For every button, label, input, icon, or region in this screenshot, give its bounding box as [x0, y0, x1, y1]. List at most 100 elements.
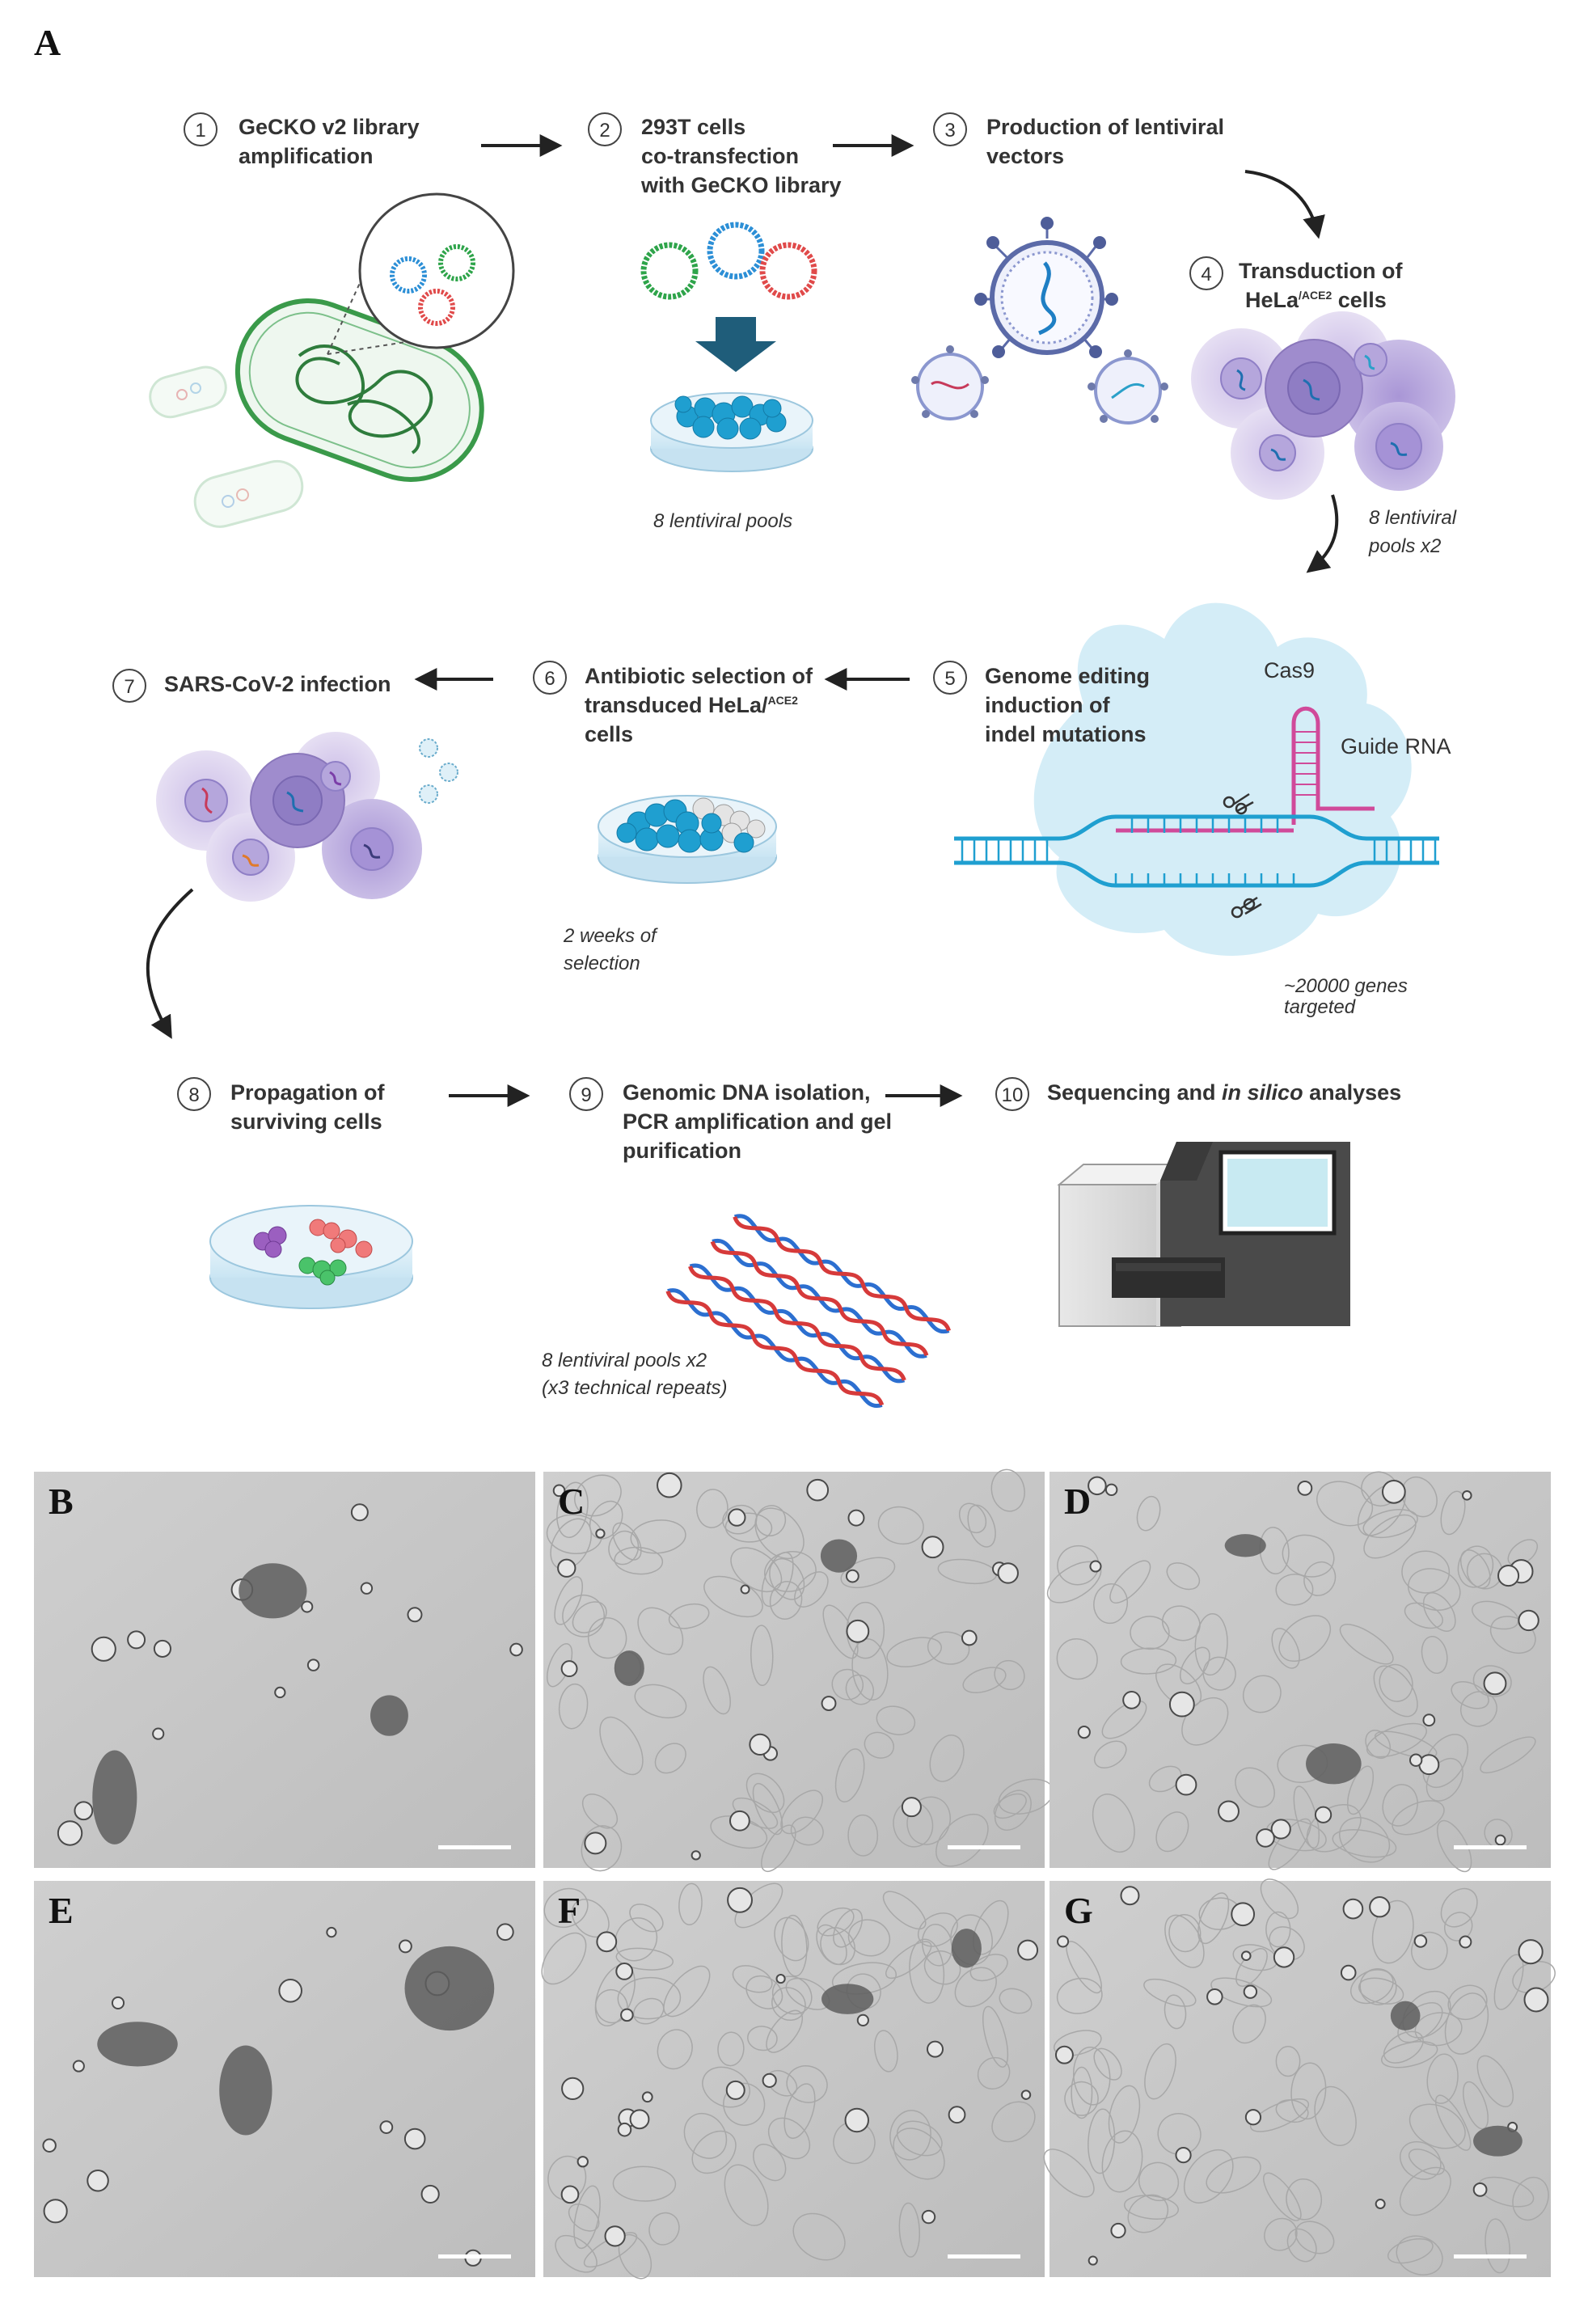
rounded-cell	[856, 2013, 869, 2026]
rounded-cell	[1168, 1691, 1195, 1718]
dna-icon	[954, 706, 1439, 919]
cell-outline	[1271, 1628, 1300, 1669]
cell-outline	[1093, 1583, 1129, 1625]
rounded-cell	[557, 1558, 576, 1578]
cell-outline	[982, 2005, 1009, 2068]
rounded-cell	[1175, 2147, 1192, 2164]
rounded-cell	[420, 2184, 440, 2204]
step-10-title: Sequencing and in silico analyses	[1047, 1080, 1401, 1105]
cell-outline	[1402, 1990, 1451, 2039]
cell-outline	[873, 2030, 898, 2073]
cell-outline	[1263, 2172, 1302, 2221]
cell-outline	[1210, 1977, 1273, 2008]
micrograph-g: G	[1043, 1878, 1556, 2277]
cell-outline	[1472, 1665, 1512, 1697]
rounded-cell	[274, 1686, 286, 1699]
step-8: 8 Propagation of surviving cells	[177, 1077, 385, 1134]
rounded-cell	[1418, 1754, 1440, 1776]
cell-outline	[1101, 2130, 1143, 2193]
cell-outline	[774, 1916, 809, 1962]
cell-outline	[999, 1988, 1033, 2014]
rounded-cell	[847, 1509, 865, 1527]
scale-bar-icon	[1454, 2254, 1527, 2259]
cell-clump	[97, 2022, 178, 2067]
cell-outline	[1265, 1911, 1291, 1948]
rounded-cell	[301, 1600, 314, 1613]
cell-outline	[581, 1825, 623, 1872]
cell-outline	[1440, 1490, 1466, 1536]
rounded-cell	[1413, 1934, 1428, 1948]
plasmid-icon	[390, 244, 475, 326]
note-selection: selection	[564, 953, 640, 974]
cell-outline	[594, 1988, 628, 2024]
note-8-lentiviral: 8 lentiviral	[1369, 507, 1457, 529]
cell-outline	[1396, 2235, 1443, 2275]
cell-outline	[608, 1530, 640, 1566]
cell-outline	[1164, 1994, 1187, 2030]
cell-outline	[1143, 1978, 1197, 2007]
rounded-cell	[1020, 2089, 1032, 2100]
note-x3-technical-repeats: (x3 technical repeats)	[542, 1377, 727, 1399]
rounded-cell	[846, 1619, 870, 1643]
cell-clump	[614, 1650, 644, 1686]
rounded-cell	[509, 1642, 523, 1657]
cell-outline	[562, 1594, 605, 1637]
rounded-cell	[615, 1963, 634, 1980]
cell-outline	[1275, 1574, 1314, 1606]
cell-outline	[882, 1891, 927, 1930]
cell-clump	[92, 1750, 137, 1844]
rounded-cell	[691, 1850, 701, 1861]
cell-outline	[724, 1512, 773, 1543]
cell-outline	[630, 1519, 686, 1554]
step-5-title-line3: indel mutations	[985, 722, 1147, 746]
cell-outline	[954, 1967, 997, 2008]
rounded-cell	[278, 1979, 303, 2003]
step-7-title-line1: SARS-CoV-2 infection	[164, 672, 391, 696]
cell-outline	[767, 2117, 811, 2160]
rounded-cell	[350, 1503, 369, 1522]
cell-outline	[1073, 2046, 1111, 2106]
cell-outline	[889, 2110, 931, 2161]
cell-outline	[637, 1607, 684, 1655]
cell-outline	[1366, 1722, 1427, 1758]
cell-outline	[1363, 1514, 1417, 1559]
rounded-cell	[152, 1727, 165, 1740]
rounded-cell	[641, 2091, 653, 2103]
cell-outline	[753, 2144, 787, 2182]
cell-outline	[541, 1932, 587, 1985]
rounded-cell	[921, 2209, 936, 2225]
cell-outline	[790, 1816, 824, 1846]
cell-outline	[1109, 1560, 1151, 1604]
cell-outline	[1138, 2161, 1180, 2202]
cell-outline	[654, 1743, 686, 1774]
cell-outline	[581, 1794, 619, 1829]
rounded-cell	[1273, 1946, 1295, 1968]
cell-outline	[1434, 2094, 1472, 2151]
rounded-cell	[1089, 1560, 1102, 1573]
rounded-cell	[1518, 1939, 1544, 1965]
cell-outline	[614, 1546, 664, 1575]
cell-outline	[969, 1954, 1008, 1982]
cell-outline	[780, 1789, 823, 1835]
step-10: 10 Sequencing and in silico analyses	[995, 1077, 1401, 1111]
cell-outline	[1194, 1613, 1228, 1676]
cell-outline	[554, 1576, 584, 1625]
cell-outline	[1286, 2228, 1317, 2263]
curved-arrow-icon	[146, 888, 194, 1039]
cell-outline	[1480, 1736, 1536, 1774]
cell-outline	[769, 1557, 805, 1600]
cell-outline	[1314, 2085, 1357, 2146]
cell-outline	[783, 2083, 816, 2140]
cell-outline	[1383, 2030, 1424, 2064]
rounded-cell	[403, 2128, 426, 2150]
cell-outline	[886, 1637, 942, 1667]
rounded-cell	[1375, 2199, 1386, 2209]
scale-bar-icon	[1454, 1845, 1527, 1849]
rounded-cell	[1297, 1480, 1313, 1496]
cell-outline	[1278, 1615, 1332, 1662]
cell-outline	[1093, 1740, 1127, 1769]
rounded-cell	[595, 1528, 606, 1539]
cell-outline	[1401, 1550, 1451, 1594]
cell-clump	[1224, 1534, 1266, 1557]
rounded-cell	[921, 1536, 944, 1559]
